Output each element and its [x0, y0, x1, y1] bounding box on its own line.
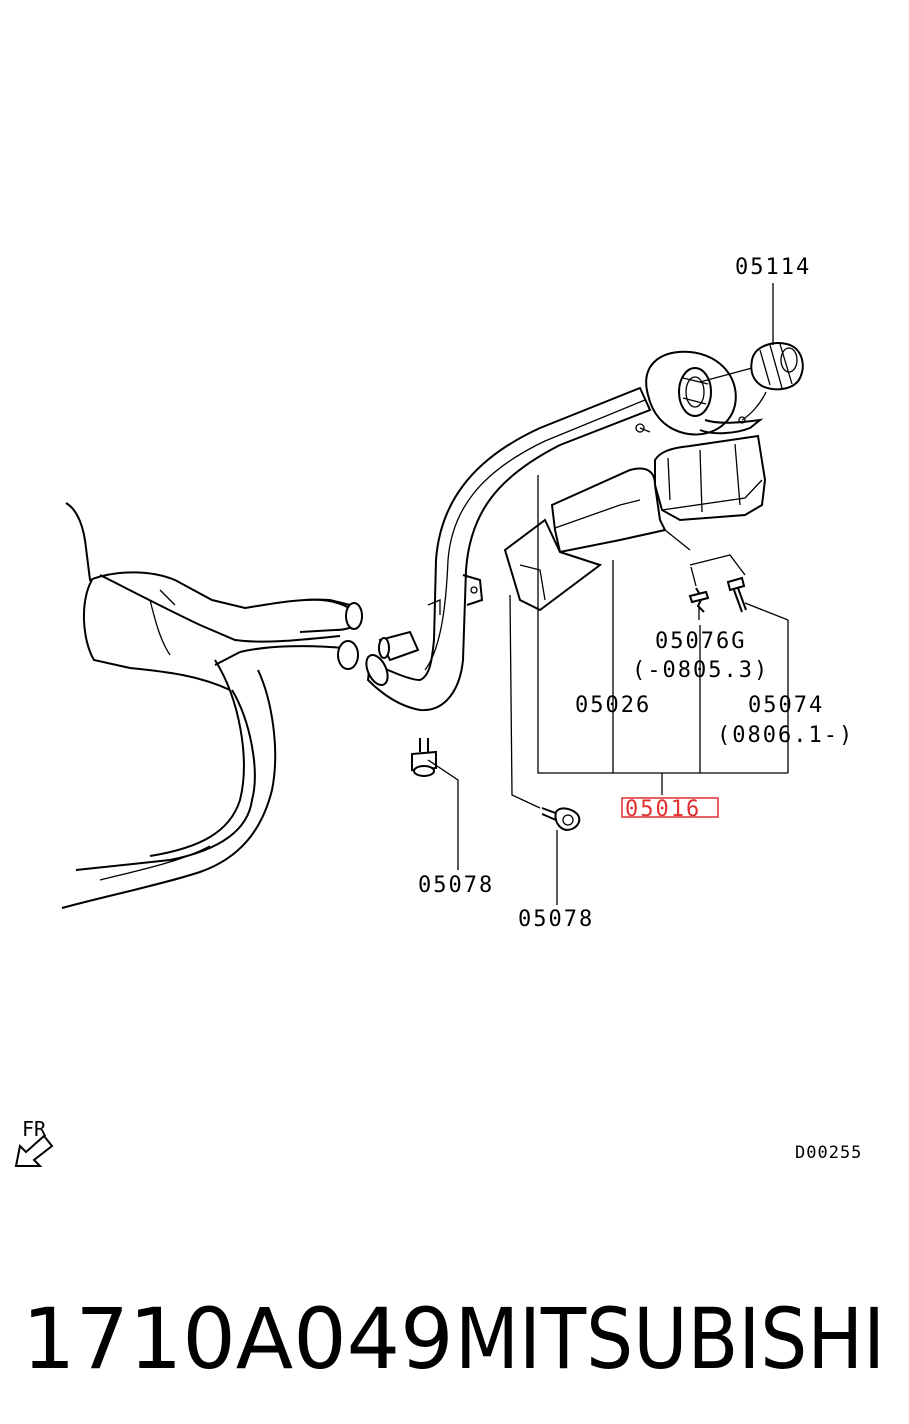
filler-flange — [635, 350, 764, 436]
label-05016[interactable]: 05016 — [625, 797, 701, 822]
bolt-05078-left — [411, 738, 437, 777]
label-05114: 05114 — [735, 255, 811, 280]
leader-lines — [427, 283, 789, 905]
bolt-05078-right — [541, 807, 581, 832]
fuel-cap — [699, 342, 804, 424]
rivet-05074 — [726, 576, 747, 613]
footer-brand: MITSUBISHI — [455, 1290, 885, 1388]
label-05026: 05026 — [575, 693, 651, 718]
label-05074-range: (0806.1-) — [717, 723, 854, 748]
front-arrow-icon — [14, 1134, 54, 1167]
label-05074: 05074 — [748, 693, 824, 718]
filler-protector — [503, 434, 767, 612]
label-05076g-range: (-0805.3) — [632, 658, 769, 683]
label-05078-left: 05078 — [418, 873, 494, 898]
fuel-tank-outline — [61, 502, 351, 909]
tank-pipe-stubs — [214, 598, 363, 670]
highlight-box-05016 — [621, 797, 719, 818]
front-direction-indicator: FR — [14, 1117, 54, 1167]
footer-part-number: 1710A049 — [22, 1290, 454, 1388]
clip-05076g — [688, 587, 710, 620]
diagram-code: D00255 — [795, 1143, 862, 1163]
label-05076g: 05076G — [655, 629, 746, 654]
filler-neck-pipe — [365, 386, 652, 712]
label-05078-right: 05078 — [518, 907, 594, 932]
